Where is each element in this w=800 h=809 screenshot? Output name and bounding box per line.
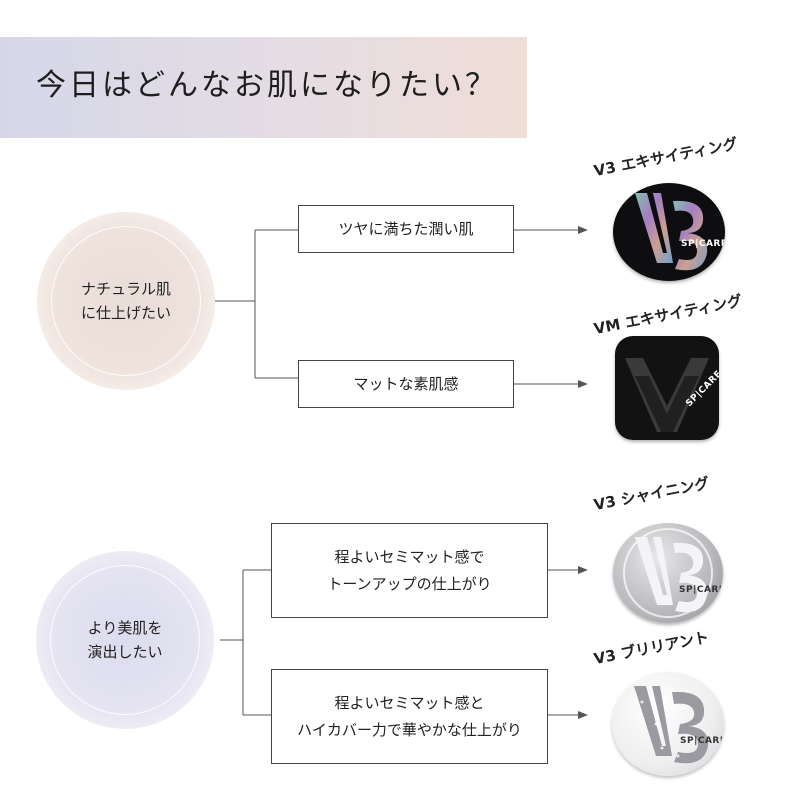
circle-label-line2: 演出したい xyxy=(87,643,163,661)
brand-logo: SP|CARE xyxy=(679,585,723,595)
option-box-tone-up[interactable]: 程よいセミマット感で トーンアップの仕上がり xyxy=(271,523,548,618)
v3-brilliant-compact-icon[interactable]: SP|CARE xyxy=(612,672,724,776)
option-label-line1: 程よいセミマット感と xyxy=(334,693,485,712)
option-box-matte[interactable]: マットな素肌感 xyxy=(298,360,514,408)
option-label-line1: 程よいセミマット感で xyxy=(334,547,485,566)
beautiful-skin-circle: より美肌を 演出したい xyxy=(36,551,214,729)
vm-exciting-compact-icon[interactable]: SP|CARE xyxy=(615,336,719,440)
v3-exciting-compact-icon[interactable]: SP|CARE xyxy=(613,183,725,281)
option-box-high-cover[interactable]: 程よいセミマット感と ハイカバー力で華やかな仕上がり xyxy=(271,669,548,764)
page-title: 今日はどんなお肌になりたい？ xyxy=(36,68,498,103)
option-label-line2: トーンアップの仕上がり xyxy=(327,574,492,593)
option-label: マットな素肌感 xyxy=(353,374,459,393)
v3-shining-compact-icon[interactable]: SP|CARE xyxy=(613,523,723,623)
option-label: ツヤに満ちた潤い肌 xyxy=(338,219,474,238)
header-banner xyxy=(0,37,527,138)
option-label-line2: ハイカバー力で華やかな仕上がり xyxy=(297,720,522,739)
circle-label-line2: に仕上げたい xyxy=(80,304,171,322)
brand-logo: SP|CARE xyxy=(680,736,724,746)
brand-logo: SP|CARE xyxy=(681,239,725,249)
natural-skin-circle: ナチュラル肌 に仕上げたい xyxy=(37,212,215,390)
circle-label-line1: ナチュラル肌 xyxy=(80,280,171,298)
circle-label-line1: より美肌を xyxy=(87,619,163,637)
option-box-glossy[interactable]: ツヤに満ちた潤い肌 xyxy=(298,205,514,253)
